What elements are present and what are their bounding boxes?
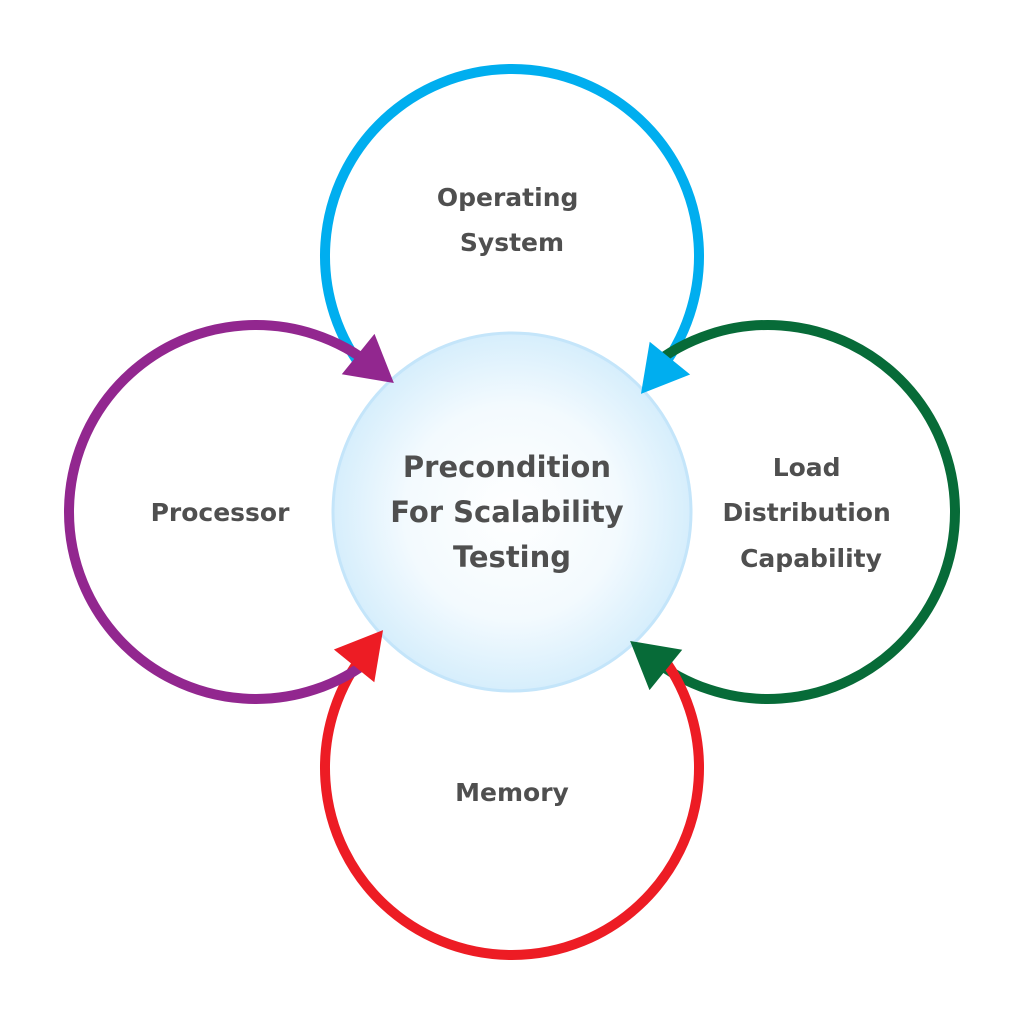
node-label-operating-system: Operating System: [437, 183, 587, 257]
center-title-line-1: Precondition: [403, 450, 611, 484]
loop-arrows: [64, 64, 960, 960]
load-distribution-line-2: Distribution: [723, 498, 891, 527]
loop-arc-processor: [64, 320, 377, 704]
arrowhead-icon-memory: [333, 630, 384, 683]
memory-line-1: Memory: [455, 778, 569, 807]
load-distribution-line-3: Capability: [740, 544, 882, 573]
processor-line-1: Processor: [151, 498, 291, 527]
arrowhead-icon-operating-system: [640, 341, 691, 394]
center-title: Precondition For Scalability Testing: [390, 450, 634, 574]
operating-system-line-2: System: [460, 228, 564, 257]
load-distribution-line-1: Load: [773, 453, 841, 482]
arrowhead-icon-load-distribution-capability: [630, 640, 683, 691]
loop-arc-memory: [320, 647, 704, 960]
arrow-heads: [333, 333, 691, 691]
node-label-load-distribution-capability: Load Distribution Capability: [723, 453, 900, 573]
center-title-line-2: For Scalability: [390, 495, 624, 529]
loop-arc-operating-system: [320, 64, 704, 377]
center-circle: [331, 331, 693, 693]
node-label-memory: Memory: [455, 778, 569, 807]
loop-arc-load-distribution-capability: [647, 320, 960, 704]
arrowhead-icon-processor: [341, 333, 394, 384]
labels: Precondition For Scalability Testing Ope…: [151, 183, 900, 807]
node-label-processor: Processor: [151, 498, 291, 527]
center-title-line-3: Testing: [453, 540, 571, 574]
operating-system-line-1: Operating: [437, 183, 579, 212]
